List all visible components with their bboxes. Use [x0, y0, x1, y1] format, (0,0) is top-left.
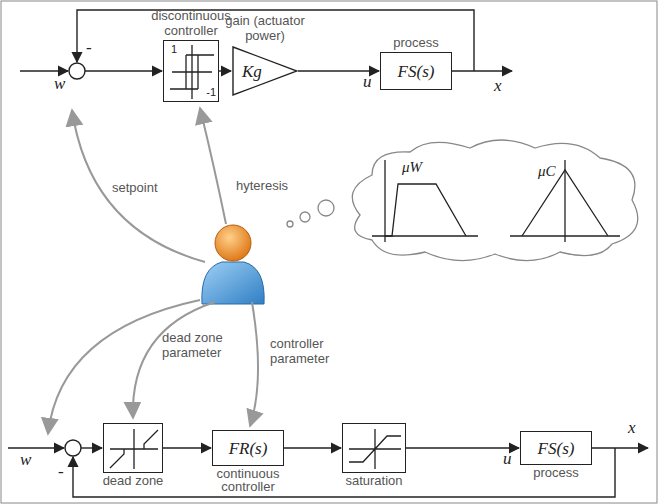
signal-name: x [628, 420, 636, 435]
signal-arrow [298, 70, 379, 71]
signal-name: x [494, 78, 502, 93]
gain-triangle: gain (actuator power)Kg [232, 46, 298, 96]
signal-arrow [284, 447, 341, 448]
process-box: FS(s)process [520, 431, 592, 465]
thought-bubble [287, 140, 638, 261]
heading: gain (actuator power) [213, 13, 317, 43]
annotation: setpoint [112, 180, 158, 195]
sign-label: - [86, 40, 92, 55]
transfer-function: FS(s) [398, 64, 435, 79]
heading: process [366, 35, 466, 50]
hysteresis-controller-box: discontinuous controller1-1 [163, 40, 219, 102]
caption: saturation [329, 474, 419, 487]
signal-arrow [163, 447, 211, 448]
dead-symbol [104, 424, 164, 474]
transfer-function: FR(s) [229, 441, 268, 456]
signal-name: w [20, 452, 31, 467]
caption: dead zone [88, 474, 178, 487]
signal-name: u [363, 74, 372, 89]
caption: process [511, 466, 601, 479]
saturation-box: saturation [342, 423, 406, 473]
membership-label: μW [402, 160, 422, 175]
parameter-arrows [48, 108, 258, 434]
person-icon [202, 225, 264, 304]
level-label: 1 [171, 42, 177, 57]
signal-name: w [54, 76, 65, 91]
annotation: hyteresis [236, 178, 288, 193]
process-box: processFS(s) [380, 52, 452, 90]
triangle-outline [232, 46, 298, 96]
signal-arrow [406, 447, 519, 448]
caption: continuous controller [208, 467, 288, 493]
transfer-function: FS(s) [538, 441, 575, 456]
controller-box: FR(s)continuous controller [212, 430, 284, 466]
membership-label: μC [538, 164, 556, 179]
sign-label: - [58, 464, 64, 479]
signal-arrow [219, 70, 231, 71]
annotation: controller parameter [270, 336, 342, 366]
gain-symbol: Kg [242, 64, 262, 79]
annotation: dead zone parameter [162, 330, 234, 360]
membership-functions [372, 160, 620, 242]
signal-name: u [503, 451, 512, 466]
dead-zone-box: dead zone [103, 423, 163, 473]
level-label: -1 [206, 85, 216, 100]
sat-symbol [343, 424, 407, 474]
